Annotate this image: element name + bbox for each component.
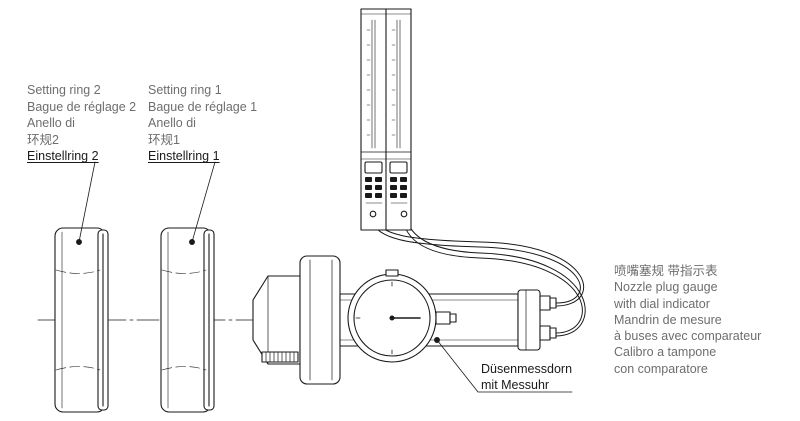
setting-ring-2	[54, 227, 109, 413]
label-setting-ring-2: Setting ring 2 Bague de réglage 2 Anello…	[27, 82, 136, 165]
nozzle-plug-gauge	[252, 255, 541, 385]
label-setting-ring-2-de: Einstellring 2	[27, 149, 99, 164]
label-nozzle-plug-gauge: 喷嘴塞规 带指示表 Nozzle plug gauge with dial in…	[614, 263, 761, 377]
label-nozzle-fr-2: à buses avec comparateur	[614, 329, 762, 344]
label-nozzle-en-2: with dial indicator	[614, 296, 710, 311]
label-setting-ring-1-de: Einstellring 1	[148, 149, 220, 164]
label-duesenmessdorn: Düsenmessdorn mit Messuhr	[481, 362, 572, 393]
leader-line-ring-2	[78, 161, 96, 243]
leader-line-ring-1	[191, 161, 216, 243]
label-nozzle-it-1: Calibro a tampone	[614, 345, 717, 360]
label-nozzle-it-2: con comparatore	[614, 361, 708, 376]
hose-connectors	[539, 295, 557, 341]
label-setting-ring-1: Setting ring 1 Bague de réglage 1 Anello…	[148, 82, 257, 165]
label-nozzle-fr-1: Mandrin de mesure	[614, 312, 722, 327]
leader-line-nozzle-gauge	[436, 339, 573, 393]
column-gauge-units	[360, 8, 412, 231]
label-setting-ring-1-en: Setting ring 1	[148, 83, 222, 97]
label-duesenmessdorn-line-1: Düsenmessdorn	[481, 362, 573, 376]
label-setting-ring-2-zh: 环规2	[27, 132, 59, 147]
label-duesenmessdorn-line-2: mit Messuhr	[481, 377, 550, 392]
label-nozzle-zh: 喷嘴塞规 带指示表	[614, 264, 718, 278]
setting-ring-1	[160, 227, 215, 413]
label-nozzle-en-1: Nozzle plug gauge	[614, 280, 718, 295]
label-setting-ring-1-it: Anello di	[148, 116, 196, 131]
label-setting-ring-1-zh: 环规1	[148, 132, 180, 147]
label-setting-ring-2-fr: Bague de réglage 2	[27, 99, 137, 114]
air-hoses	[370, 215, 586, 337]
label-setting-ring-2-en: Setting ring 2	[27, 83, 101, 97]
label-setting-ring-2-it: Anello di	[27, 116, 75, 131]
label-setting-ring-1-fr: Bague de réglage 1	[148, 99, 258, 114]
